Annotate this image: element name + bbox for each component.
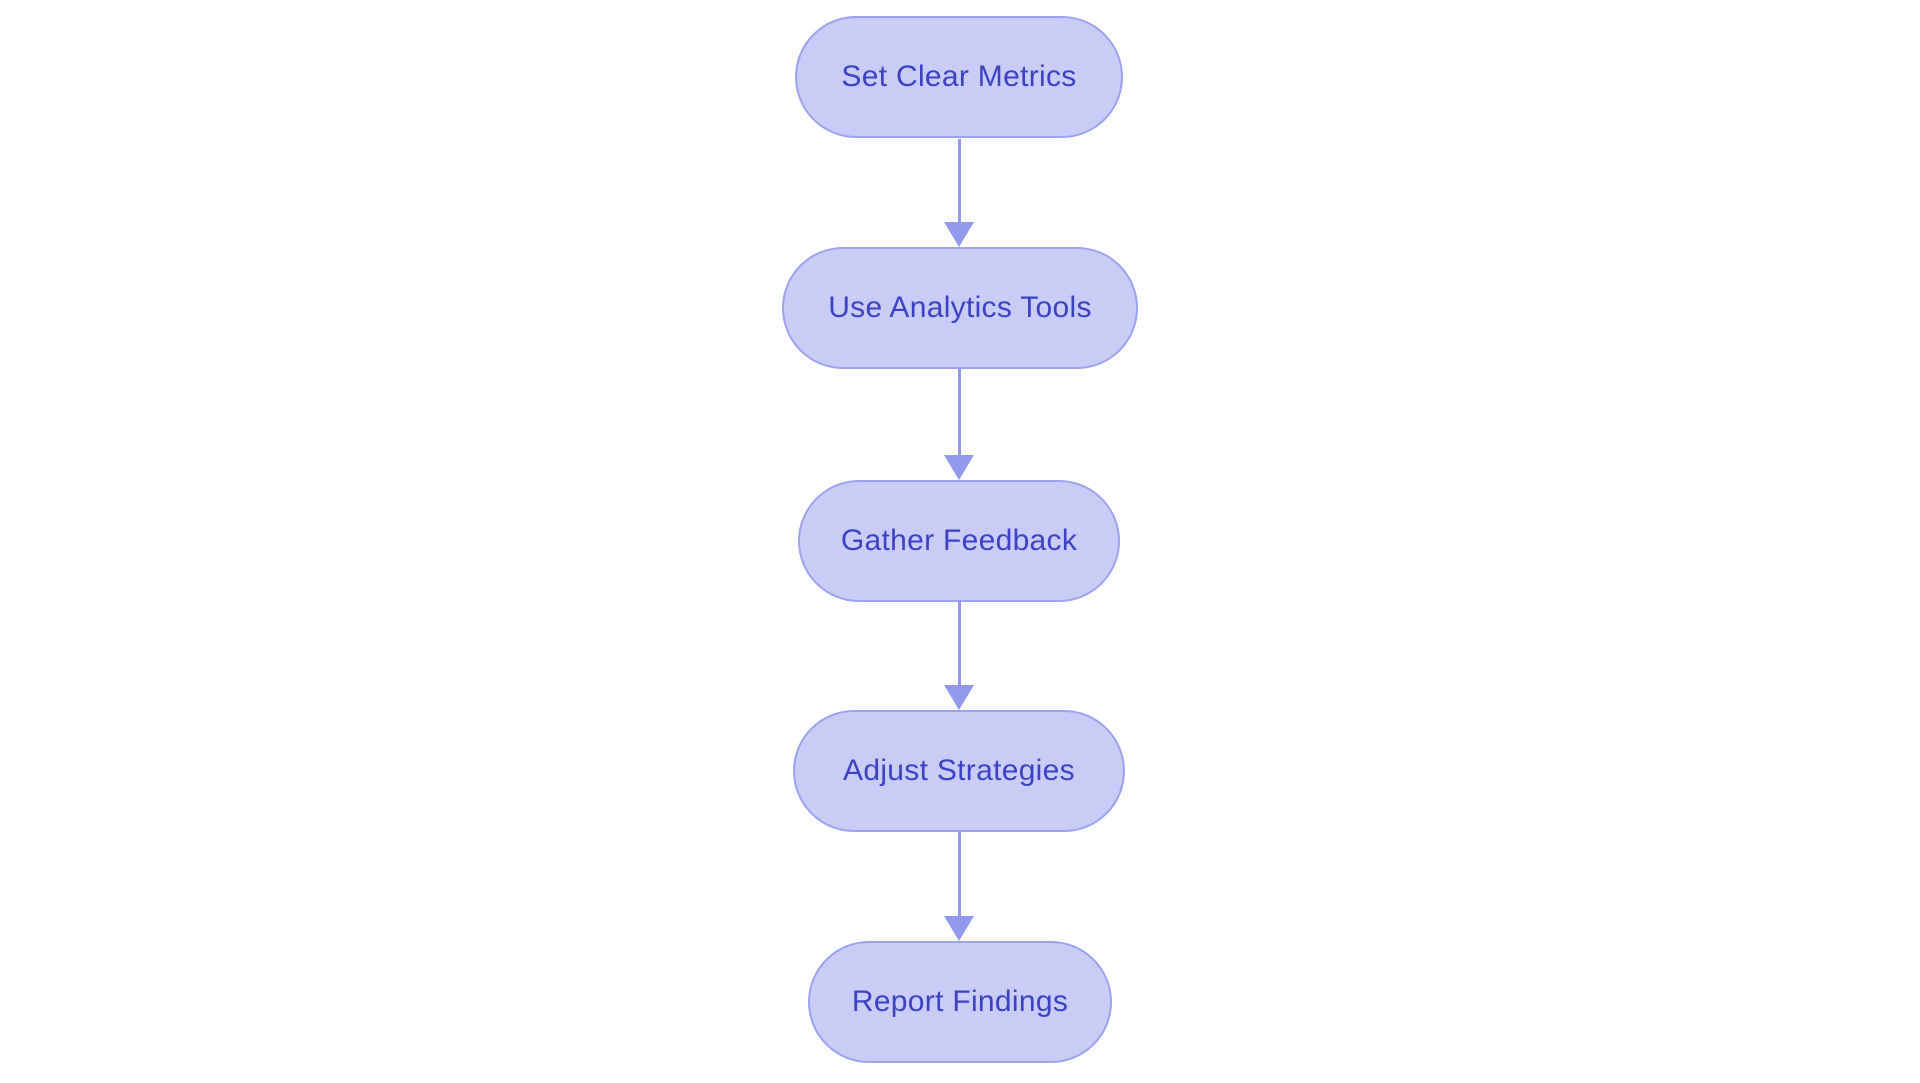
arrow-line bbox=[958, 832, 961, 917]
flow-node-label: Adjust Strategies bbox=[843, 754, 1075, 787]
flow-node-label: Gather Feedback bbox=[840, 524, 1078, 557]
flow-node-label: Set Clear Metrics bbox=[841, 60, 1077, 93]
flow-node-adjust-strategies: Adjust Strategies bbox=[793, 710, 1125, 832]
flow-node-set-clear-metrics: Set Clear Metrics bbox=[795, 16, 1123, 138]
flow-node-label: Use Analytics Tools bbox=[828, 291, 1092, 324]
arrow-line bbox=[958, 368, 961, 456]
arrowhead-down-icon bbox=[944, 685, 974, 710]
arrowhead-down-icon bbox=[944, 916, 974, 941]
flow-node-use-analytics-tools: Use Analytics Tools bbox=[782, 247, 1138, 369]
arrow-line bbox=[958, 139, 961, 223]
arrow-line bbox=[958, 600, 961, 686]
arrowhead-down-icon bbox=[944, 455, 974, 480]
flow-node-label: Report Findings bbox=[851, 985, 1069, 1018]
arrowhead-down-icon bbox=[944, 222, 974, 247]
flow-node-report-findings: Report Findings bbox=[808, 941, 1112, 1063]
flow-node-gather-feedback: Gather Feedback bbox=[798, 480, 1120, 602]
